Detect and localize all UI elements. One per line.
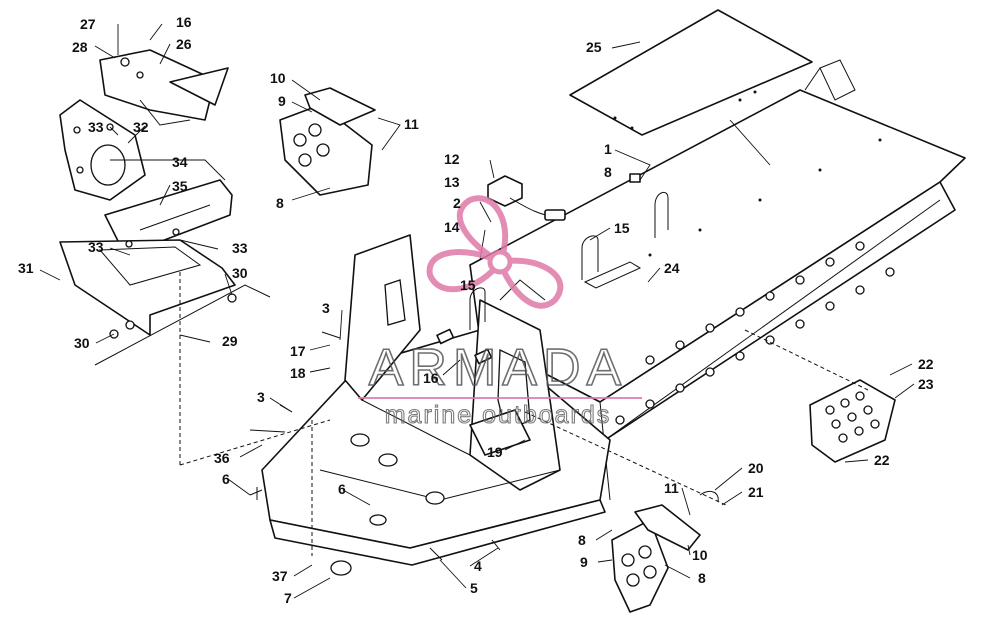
callout-3: 3: [257, 389, 265, 405]
callout-10: 10: [270, 70, 286, 86]
part-25-seat-plate: [569, 9, 813, 136]
callout-14: 14: [444, 219, 460, 235]
callout-21: 21: [748, 484, 764, 500]
part-28-bracket: [99, 49, 229, 126]
callout-34: 34: [172, 154, 188, 170]
callout-18: 18: [290, 365, 306, 381]
tunnel-bolt-holes: [615, 241, 895, 425]
callout-5: 5: [470, 580, 478, 596]
hardware-fasteners: [106, 123, 719, 576]
callout-35: 35: [172, 178, 188, 194]
callout-32: 32: [133, 119, 149, 135]
callout-15: 15: [460, 277, 476, 293]
watermark-propeller-icon: [426, 195, 564, 309]
callout-28: 28: [72, 39, 88, 55]
callout-8: 8: [578, 532, 586, 548]
callout-22: 22: [918, 356, 934, 372]
callout-15: 15: [614, 220, 630, 236]
callout-19: 19: [487, 444, 503, 460]
callout-20: 20: [748, 460, 764, 476]
callout-30: 30: [232, 265, 248, 281]
callout-22: 22: [874, 452, 890, 468]
callout-16: 16: [176, 14, 192, 30]
callout-33: 33: [88, 119, 104, 135]
callout-23: 23: [918, 376, 934, 392]
part-1-tunnel: [469, 59, 966, 501]
callout-10: 10: [692, 547, 708, 563]
part-23-step-plate: [809, 379, 896, 463]
callout-25: 25: [586, 39, 602, 55]
part-15-u-bolts: [469, 191, 669, 330]
callout-6: 6: [222, 471, 230, 487]
callout-17: 17: [290, 343, 306, 359]
callout-16: 16: [423, 370, 439, 386]
part-29-lower-bracket: [59, 239, 271, 366]
callout-2: 2: [453, 195, 461, 211]
callout-31: 31: [18, 260, 34, 276]
callout-1: 1: [604, 141, 612, 157]
part-9-plate-upper: [279, 104, 373, 196]
callout-36: 36: [214, 450, 230, 466]
callout-3: 3: [322, 300, 330, 316]
watermark: ARMADA marine outboards: [358, 195, 642, 430]
callout-8: 8: [276, 195, 284, 211]
part-10-brace-upper: [304, 87, 376, 126]
callout-24: 24: [664, 260, 680, 276]
callout-9: 9: [278, 93, 286, 109]
callout-8: 8: [604, 164, 612, 180]
callout-11: 11: [664, 480, 679, 496]
callout-8: 8: [698, 570, 706, 586]
part-10-brace-lower: [634, 504, 701, 551]
callout-26: 26: [176, 36, 192, 52]
callout-30: 30: [74, 335, 90, 351]
callout-13: 13: [444, 174, 460, 190]
leader-lines: [39, 23, 915, 599]
callout-33: 33: [88, 239, 104, 255]
callout-29: 29: [222, 333, 238, 349]
callout-11: 11: [404, 116, 419, 132]
callout-12: 12: [444, 151, 460, 167]
callout-33: 33: [232, 240, 248, 256]
callout-labels: 27 16 28 26 33 32 34 35 33 33 31 30 30 2…: [18, 14, 934, 606]
watermark-title: ARMADA: [369, 339, 627, 397]
watermark-subtitle: marine outboards: [385, 401, 612, 429]
callout-4: 4: [474, 558, 482, 574]
callout-7: 7: [284, 590, 292, 606]
part-32-upper-mount: [59, 99, 146, 201]
callout-6: 6: [338, 481, 346, 497]
callout-37: 37: [272, 568, 288, 584]
callout-27: 27: [80, 16, 96, 32]
callout-9: 9: [580, 554, 588, 570]
